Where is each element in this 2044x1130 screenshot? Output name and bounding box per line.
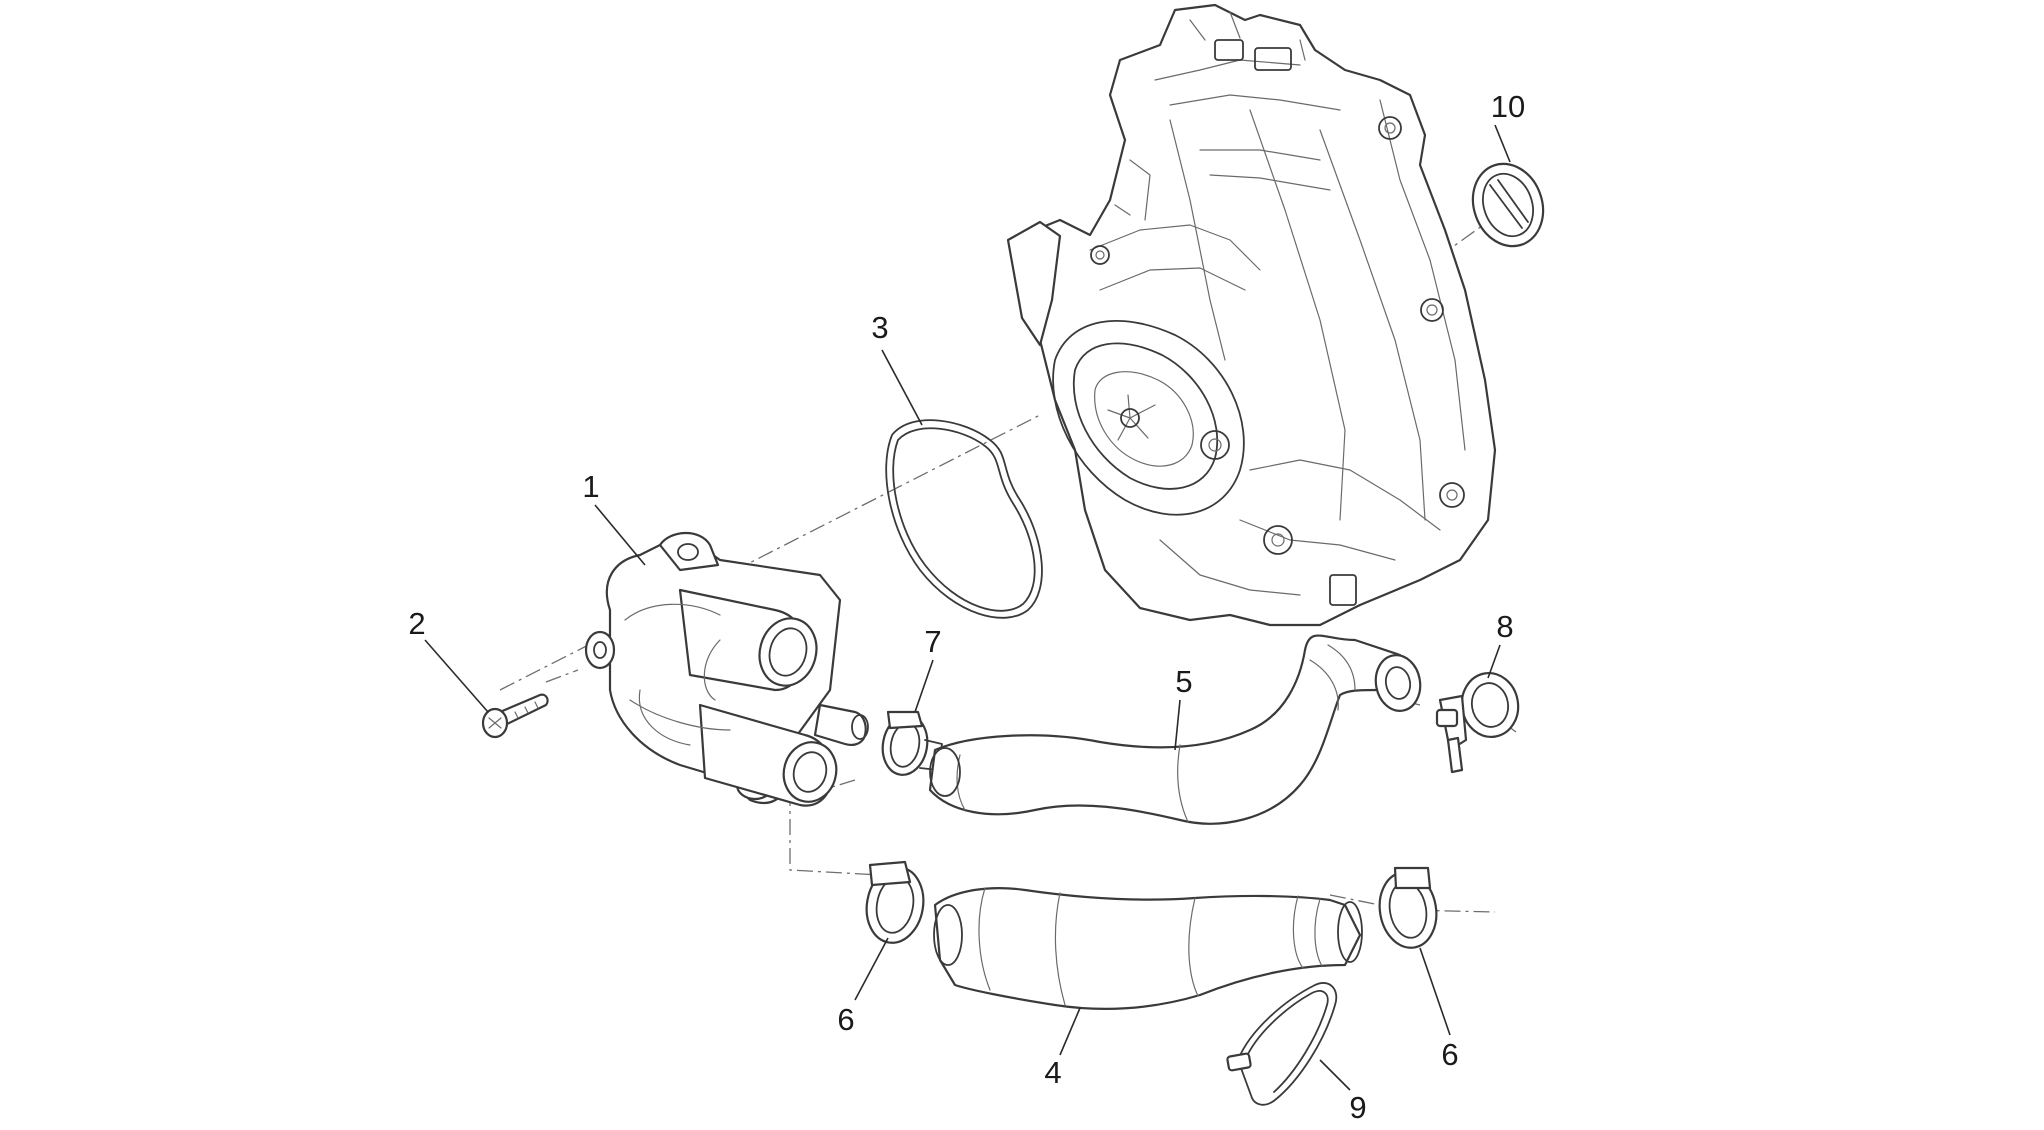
callout-9: 9 <box>1349 1090 1366 1125</box>
part-9-cable-tie <box>1226 982 1338 1106</box>
part-1-pump-cover <box>584 531 869 807</box>
callout-2: 2 <box>408 606 425 641</box>
leader-lines <box>424 124 1511 1091</box>
callout-10: 10 <box>1491 89 1525 124</box>
callout-6-left: 6 <box>837 1002 854 1037</box>
part-7-clamp <box>881 710 943 776</box>
callout-5: 5 <box>1175 664 1192 699</box>
part-5-upper-hose <box>928 634 1422 825</box>
callout-6-right: 6 <box>1441 1037 1458 1072</box>
part-8-clamp <box>1435 672 1520 774</box>
engine-cover <box>1006 3 1497 627</box>
part-3-oring-gasket <box>885 419 1043 619</box>
callout-numbers: 1 2 3 4 5 6 6 7 8 9 10 <box>408 89 1525 1125</box>
part-2-screw <box>481 693 549 739</box>
part-4-lower-hose <box>933 887 1363 1010</box>
callout-8: 8 <box>1496 609 1513 644</box>
part-6-clamp-left <box>865 860 925 944</box>
callout-3: 3 <box>871 310 888 345</box>
part-10-plug <box>1471 162 1545 248</box>
callout-1: 1 <box>582 469 599 504</box>
callout-4: 4 <box>1044 1055 1061 1090</box>
part-6-clamp-right <box>1378 866 1438 949</box>
callout-7: 7 <box>924 624 941 659</box>
